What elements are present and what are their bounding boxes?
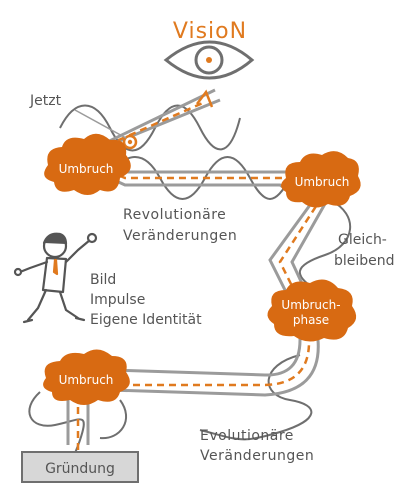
umbruchphase-label-line2: phase <box>293 313 329 327</box>
label-evolutionaere-line1: Evolutionäre <box>200 428 294 444</box>
label-revolutionaere-line1: Revolutionäre <box>123 207 226 223</box>
businessman-icon <box>13 232 98 324</box>
vision-title: VisioN <box>173 19 247 44</box>
umbruchphase-node: Umbruch- phase <box>267 279 357 342</box>
gruendung-label: Gründung <box>45 461 115 477</box>
umbruch-node-top-left: Umbruch <box>44 133 131 195</box>
eye-icon <box>163 40 255 80</box>
umbruch-label: Umbruch <box>59 162 114 176</box>
jetzt-pointer-line <box>74 109 127 139</box>
current-position-marker <box>122 134 138 150</box>
gruendung-base: Gründung <box>21 451 139 483</box>
umbruchphase-label-line1: Umbruch- <box>281 298 340 312</box>
umbruch-label: Umbruch <box>295 175 350 189</box>
label-bild: Bild <box>90 272 116 288</box>
label-jetzt: Jetzt <box>29 93 62 109</box>
label-revolutionaere-line2: Veränderungen <box>123 228 237 244</box>
arrow-head-icon <box>196 89 214 108</box>
umbruch-node-top-right: Umbruch <box>281 151 361 208</box>
label-gleich-line1: Gleich- <box>338 232 387 248</box>
label-impulse: Impulse <box>90 292 145 308</box>
label-evolutionaere-line2: Veränderungen <box>200 448 314 464</box>
label-identitaet: Eigene Identität <box>90 312 202 328</box>
umbruch-node-bottom: Umbruch <box>43 349 130 405</box>
umbruch-label: Umbruch <box>59 373 114 387</box>
label-gleich-line2: bleibend <box>334 253 395 269</box>
